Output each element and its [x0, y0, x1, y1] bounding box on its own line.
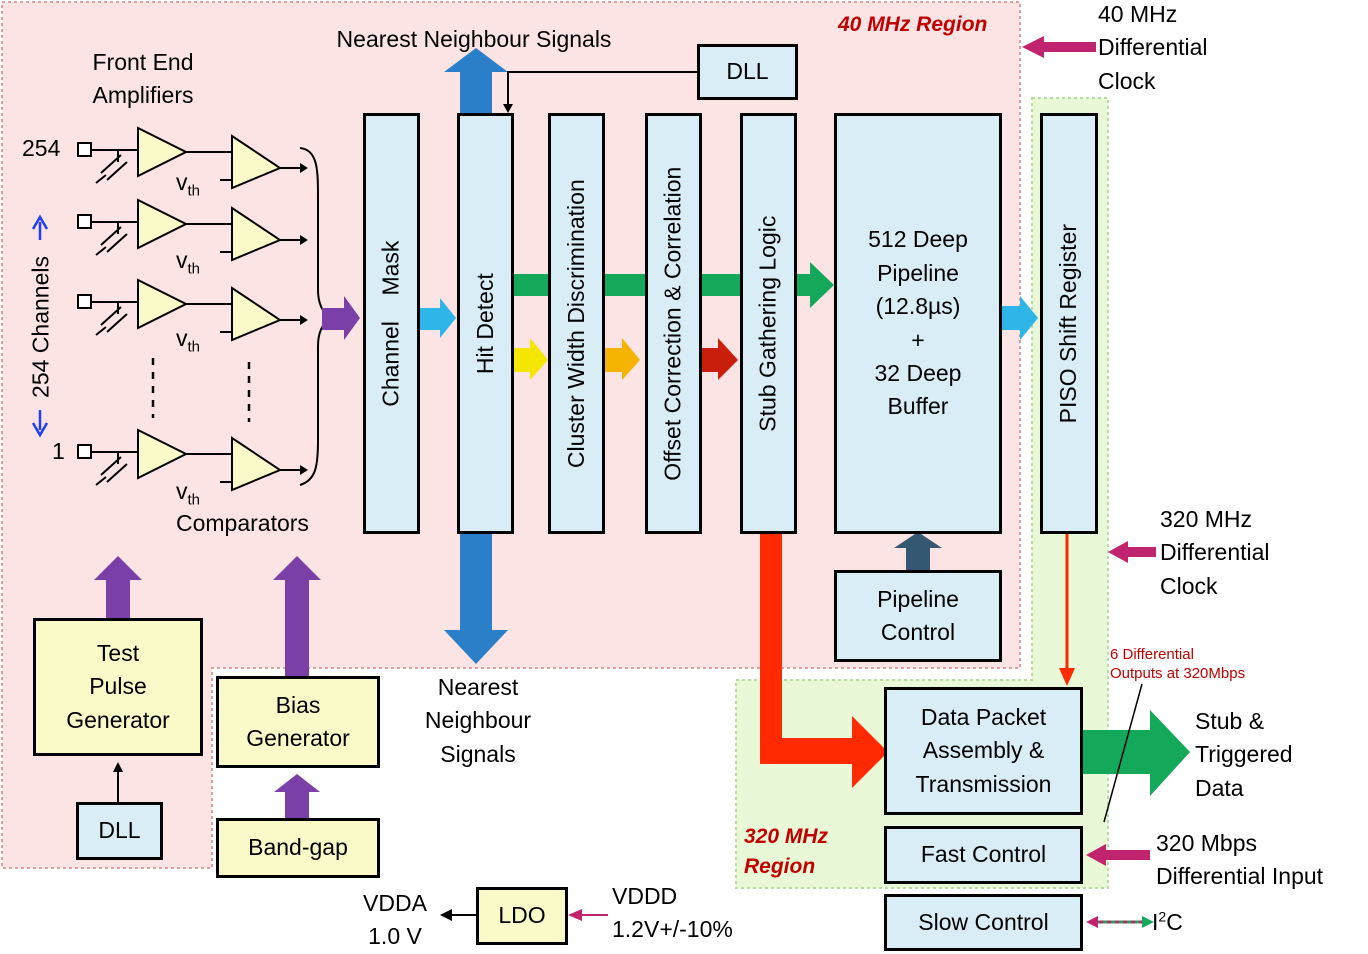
clk320-arrow — [1108, 541, 1156, 563]
clk40-arrow — [1022, 36, 1096, 58]
region-320mhz-label: 320 MHz Region — [744, 825, 829, 879]
vth-label-4: vth — [176, 478, 201, 509]
purple-arrow-bias — [273, 556, 321, 676]
channel-row-253 — [77, 198, 308, 262]
bandgap-block: Band-gap — [216, 818, 380, 878]
front-end-title: Front End Amplifiers — [92, 49, 194, 109]
cluster-width-block: Cluster Width Discrimination — [548, 113, 605, 534]
channel-1-label: 1 — [52, 438, 65, 464]
comparators-label: Comparators — [176, 510, 309, 536]
cyan-arrow-mask-hit — [420, 298, 456, 338]
red-stub-arrow — [760, 534, 888, 788]
green-output-arrow — [1082, 710, 1190, 796]
i2c-arrow — [1086, 916, 1154, 928]
fast-in-arrow — [1086, 844, 1150, 866]
purple-arrow-to-mask — [322, 296, 360, 340]
region-40mhz-label: 40 MHz Region — [838, 13, 988, 36]
vth-label-1: vth — [176, 169, 201, 200]
piso-block: PISO Shift Register — [1040, 113, 1098, 534]
stub-gathering-block: Stub Gathering Logic — [740, 113, 797, 534]
nn-top-arrow — [444, 48, 508, 113]
fast-control-block: Fast Control — [884, 826, 1083, 884]
channels-span-arrow — [28, 214, 54, 438]
nn-bottom-arrow — [444, 532, 508, 664]
i2c-label: I2C — [1152, 908, 1183, 935]
purple-arrow-testpulse — [94, 556, 142, 618]
slate-arrow-pipeline-control — [894, 532, 942, 570]
channels-count-label: 254 Channels — [27, 256, 54, 398]
channel-mask-block: Channel Mask — [363, 113, 420, 534]
channel-row-252 — [77, 278, 308, 342]
outputs-pointer — [1103, 683, 1143, 823]
slow-control-block: Slow Control — [884, 894, 1083, 951]
cyan-arrow-pipeline-piso — [1002, 296, 1038, 340]
purple-arrow-bandgap — [274, 774, 320, 818]
orange-arrow — [604, 338, 640, 380]
vth-label-2: vth — [176, 247, 201, 278]
vddd-arrow — [568, 909, 608, 921]
nn-top-label: Nearest Neighbour Signals — [336, 26, 612, 52]
dll-bottom-block: DLL — [76, 802, 163, 860]
yellow-arrow — [514, 338, 548, 380]
dll-hit-connector — [507, 71, 697, 106]
dll-top-block: DLL — [697, 44, 798, 100]
channel-254-label: 254 — [22, 135, 61, 161]
vth-label-3: vth — [176, 325, 201, 356]
hit-detect-block: Hit Detect — [457, 113, 514, 534]
darkred-arrow — [700, 338, 738, 380]
channel-row-254 — [77, 126, 308, 190]
offset-correction-block: Offset Correction & Correlation — [645, 113, 702, 534]
channel-row-1 — [77, 428, 308, 492]
ldo-block: LDO — [476, 887, 568, 945]
